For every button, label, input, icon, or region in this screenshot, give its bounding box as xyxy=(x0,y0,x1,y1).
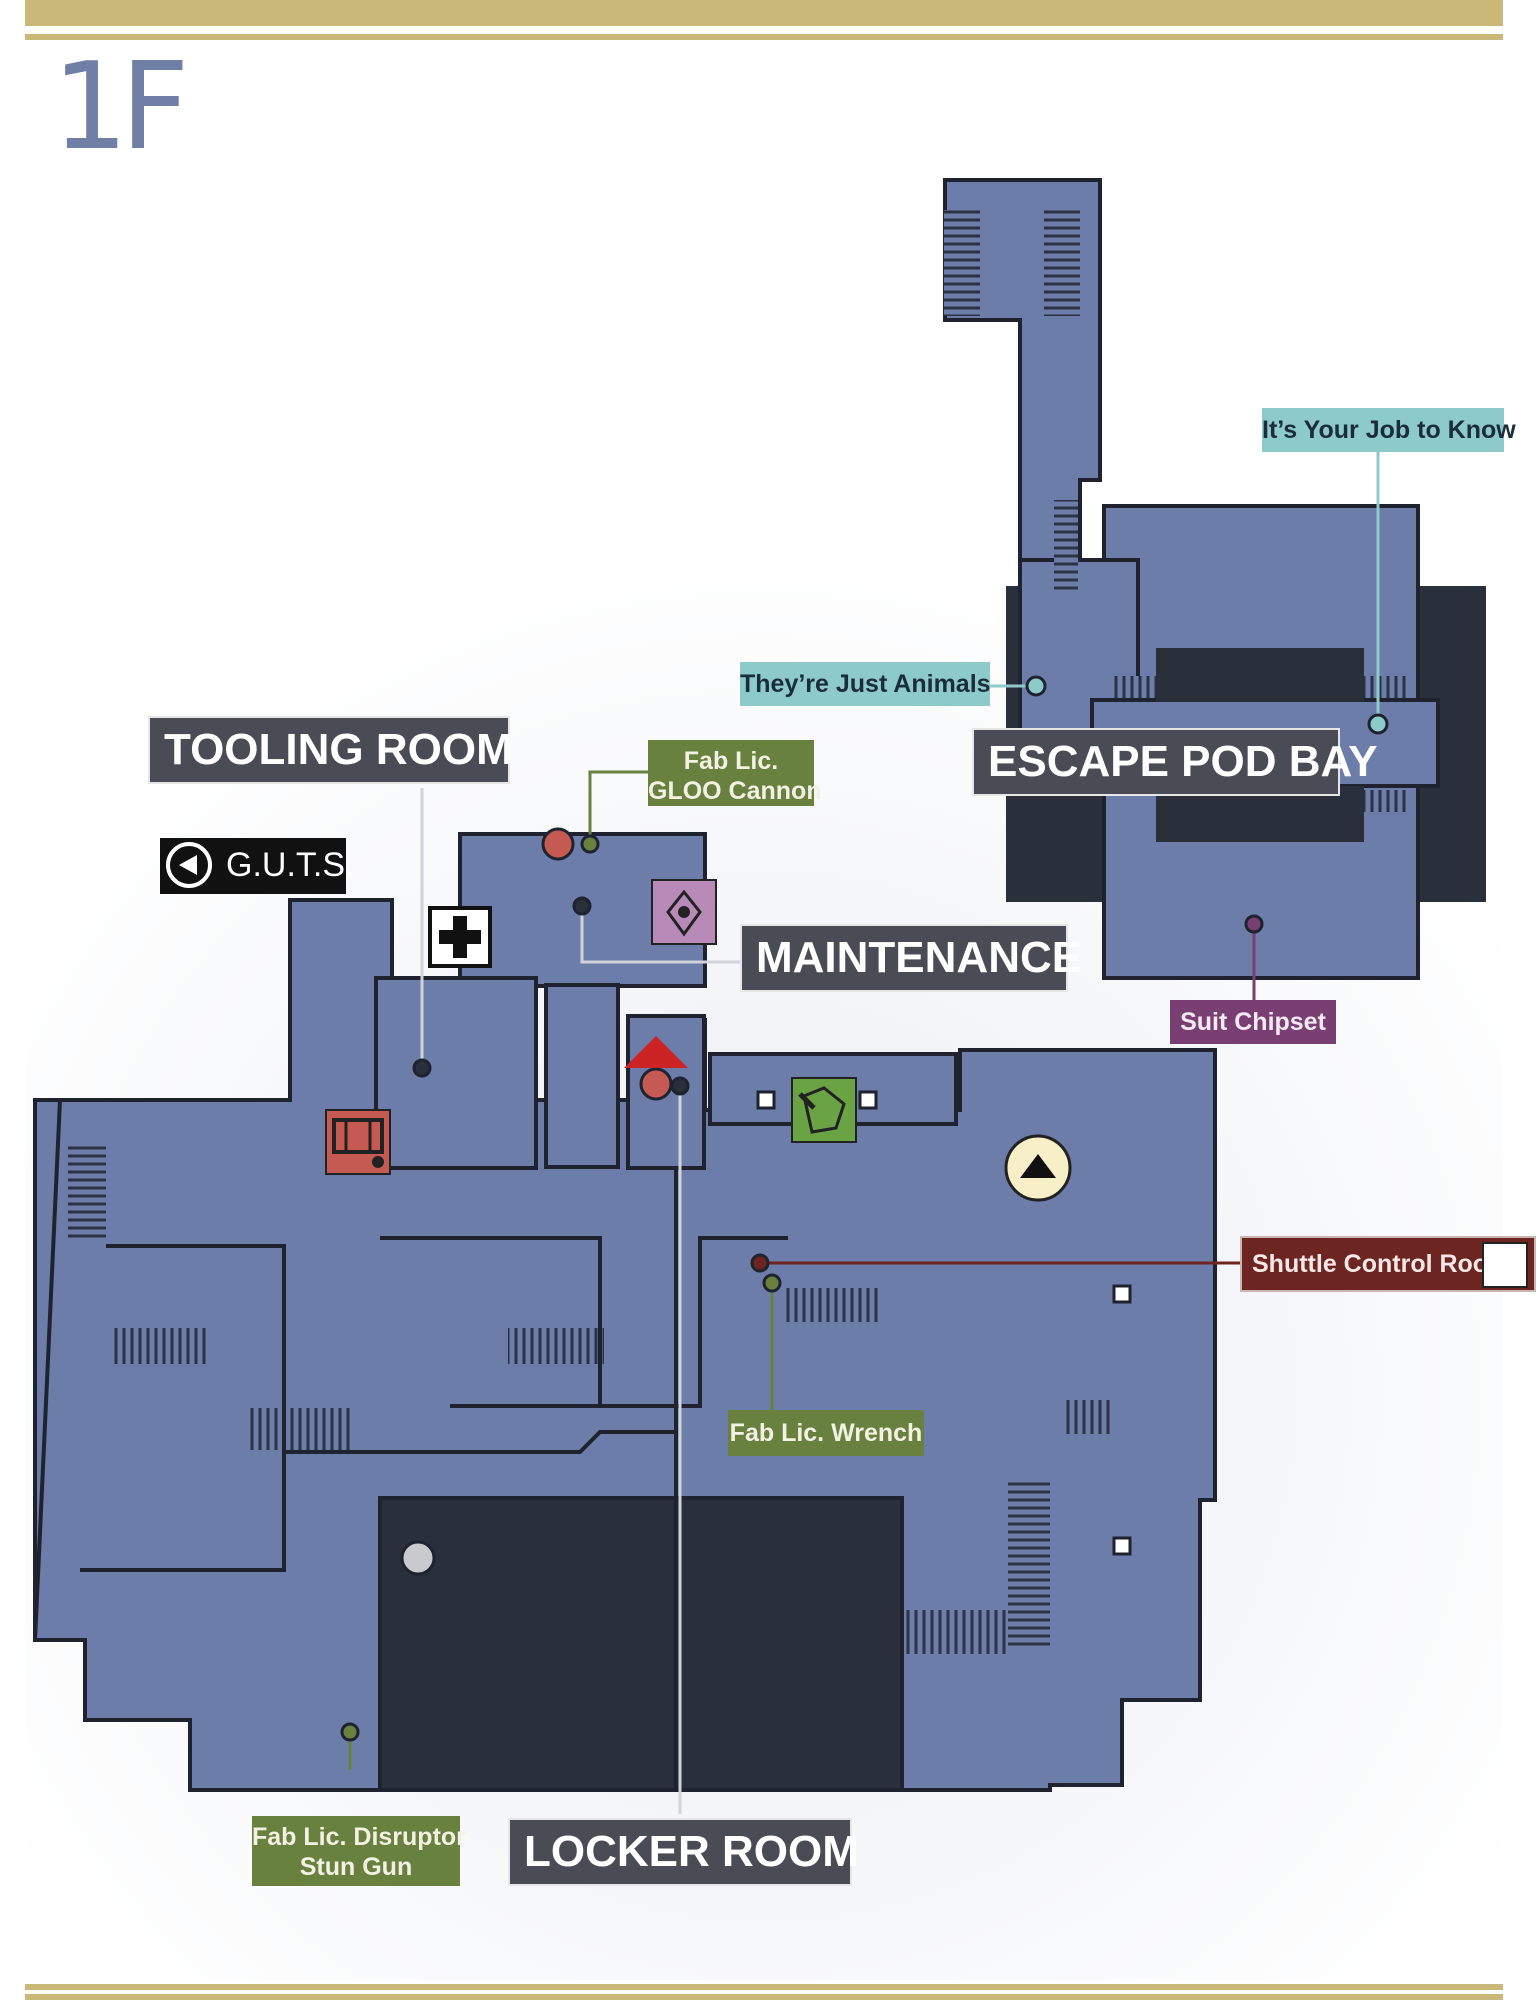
callout-fab-lic-gloo-cannon: Fab Lic. GLOO Cannon xyxy=(648,740,822,806)
shuttle-control-room-text: Shuttle Control Room xyxy=(1252,1250,1511,1278)
keycard-tag-icon xyxy=(1482,1242,1528,1288)
callout-fab-lic-wrench: Fab Lic. Wrench xyxy=(728,1410,924,1456)
recycler-icon xyxy=(791,1077,857,1143)
callout-fab-lic-disruptor-stun-gun: Fab Lic. Disruptor Stun Gun xyxy=(252,1816,466,1886)
room-label-escape-pod-bay: ESCAPE POD BAY xyxy=(972,728,1378,796)
bottom-rule xyxy=(25,1984,1503,1990)
guts-label-text: G.U.T.S. xyxy=(226,846,355,884)
floor-label: 1F xyxy=(52,38,189,177)
bottom-band xyxy=(25,1994,1503,2000)
leader-lines xyxy=(348,444,1380,1814)
arachnid-icon xyxy=(651,879,717,945)
callout-theyre-just-animals: They’re Just Animals xyxy=(740,662,991,706)
room-label-tooling-room: TOOLING ROOM xyxy=(148,716,513,784)
disruptor-line2: Stun Gun xyxy=(299,1853,413,1881)
up-arrow-exit-icon xyxy=(1004,1134,1072,1202)
callout-suit-chipset: Suit Chipset xyxy=(1170,1000,1336,1044)
workbench-icon xyxy=(325,1109,391,1175)
guts-exit-label: G.U.T.S. xyxy=(160,838,354,894)
room-label-locker-room: LOCKER ROOM xyxy=(508,1818,859,1886)
back-arrow-icon xyxy=(166,842,212,888)
pins xyxy=(340,675,1389,1742)
callout-its-your-job-to-know: It’s Your Job to Know xyxy=(1262,408,1516,452)
top-band xyxy=(25,0,1503,26)
medkit-icon xyxy=(428,906,492,968)
disruptor-line1: Fab Lic. Disruptor xyxy=(252,1823,466,1851)
red-arrow-icon xyxy=(624,1036,688,1068)
gloo-cannon-line2: GLOO Cannon xyxy=(648,777,822,805)
wall-markers xyxy=(756,1090,1132,1556)
gloo-cannon-line1: Fab Lic. xyxy=(683,747,779,775)
escape-pod-bay-area xyxy=(943,178,1486,980)
top-rule xyxy=(25,34,1503,40)
callout-shuttle-control-room: Shuttle Control Room xyxy=(1240,1236,1536,1292)
room-label-maintenance: MAINTENANCE xyxy=(740,924,1081,992)
